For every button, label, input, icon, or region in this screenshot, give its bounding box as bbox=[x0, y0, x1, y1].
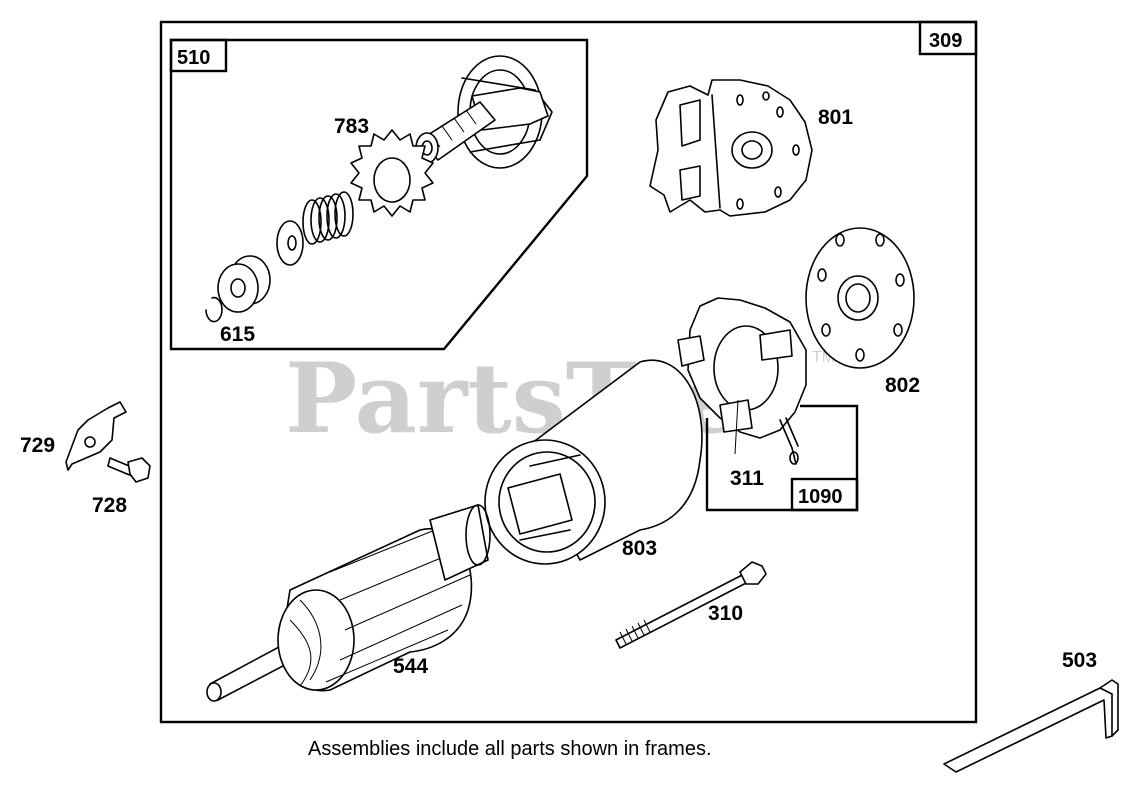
tool-503 bbox=[943, 679, 1119, 773]
plate-802 bbox=[805, 227, 915, 369]
label-801[interactable]: 801 bbox=[818, 106, 853, 129]
label-311[interactable]: 311 bbox=[730, 467, 764, 490]
screw-728 bbox=[107, 457, 151, 483]
label-544[interactable]: 544 bbox=[393, 655, 428, 678]
label-310[interactable]: 310 bbox=[708, 602, 743, 625]
brush-holder-311 bbox=[677, 297, 807, 465]
caption: Assemblies include all parts shown in fr… bbox=[308, 738, 712, 760]
frame-1090-label[interactable]: 1090 bbox=[798, 486, 843, 508]
frame-510-label-box bbox=[169, 38, 228, 73]
end-bracket-801 bbox=[649, 79, 813, 217]
bracket-729 bbox=[65, 401, 127, 471]
frame-510 bbox=[169, 38, 589, 351]
through-bolt-310 bbox=[615, 561, 767, 649]
armature-544 bbox=[206, 504, 491, 702]
frame-309-label-box bbox=[918, 20, 978, 56]
housing-803 bbox=[484, 359, 703, 565]
frame-510-label[interactable]: 510 bbox=[177, 47, 210, 69]
label-615[interactable]: 615 bbox=[220, 323, 255, 346]
frame-309-label[interactable]: 309 bbox=[929, 30, 962, 52]
drive-pinion-assembly bbox=[205, 55, 553, 323]
frame-1090-label-box bbox=[790, 477, 859, 512]
label-729[interactable]: 729 bbox=[20, 434, 55, 457]
frame-309 bbox=[159, 20, 978, 724]
label-783[interactable]: 783 bbox=[334, 115, 369, 138]
label-802[interactable]: 802 bbox=[885, 374, 920, 397]
label-803[interactable]: 803 bbox=[622, 537, 657, 560]
label-728[interactable]: 728 bbox=[92, 494, 127, 517]
label-503[interactable]: 503 bbox=[1062, 649, 1097, 672]
